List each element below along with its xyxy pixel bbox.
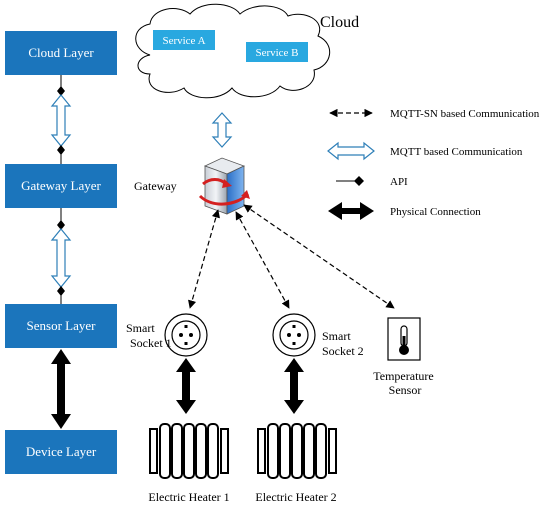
legend-label-physical: Physical Connection: [390, 206, 481, 218]
layer-box-device: Device Layer: [5, 430, 117, 474]
service-box-b: Service B: [246, 42, 308, 62]
mqtt-sn-links: [188, 204, 395, 309]
smart-socket-1-icon: [164, 313, 208, 357]
service-box-a: Service A: [153, 30, 215, 50]
electric-heater-2-label: Electric Heater 2: [255, 490, 336, 504]
temperature-sensor-label: Temperature Sensor: [373, 369, 436, 397]
service-b-label: Service B: [255, 47, 298, 59]
thick-double-arrow-icon: [328, 202, 374, 220]
smart-socket-1-label: Smart Socket 1: [126, 321, 172, 350]
layer-label-sensor: Sensor Layer: [27, 318, 97, 333]
cloud-title: Cloud: [320, 14, 359, 31]
gateway-label: Gateway: [134, 179, 177, 193]
hollow-arrow-cloud-gateway: [50, 75, 72, 164]
thick-arrow-sensor-device: [51, 349, 71, 429]
layer-label-gateway: Gateway Layer: [21, 178, 101, 193]
api-diamond-icon: [336, 176, 364, 186]
cloud-shape: Cloud: [135, 3, 359, 99]
mqtt-sn-link-socket1: [188, 209, 220, 309]
smart-socket-2-label: Smart Socket 2: [322, 329, 364, 358]
layer-label-cloud: Cloud Layer: [28, 45, 94, 60]
layer-box-cloud: Cloud Layer: [5, 31, 117, 75]
mqtt-sn-link-temp-sensor: [243, 204, 395, 309]
mqtt-sn-link-socket2: [235, 211, 290, 309]
hollow-double-arrow-icon: [327, 141, 375, 161]
thick-arrow-socket1-heater1: [176, 358, 196, 414]
legend: MQTT-SN based Communication MQTT based C…: [327, 108, 540, 220]
thick-arrow-socket2-heater2: [284, 358, 304, 414]
service-a-label: Service A: [162, 35, 205, 47]
gateway-server-icon: [198, 157, 250, 215]
electric-heater-1-label: Electric Heater 1: [148, 490, 229, 504]
thermometer-icon: [387, 317, 421, 361]
layer-box-gateway: Gateway Layer: [5, 164, 117, 208]
hollow-arrow-gateway-sensor: [50, 208, 72, 304]
smart-socket-2-icon: [272, 313, 316, 357]
legend-label-api: API: [390, 176, 408, 188]
layer-label-device: Device Layer: [26, 444, 97, 459]
hollow-arrow-cloud-to-gateway: [211, 112, 233, 148]
legend-label-mqtt: MQTT based Communication: [390, 146, 523, 158]
electric-heater-2-icon: [257, 423, 337, 479]
layer-box-sensor: Sensor Layer: [5, 304, 117, 348]
electric-heater-1-icon: [149, 423, 229, 479]
legend-label-mqtt-sn: MQTT-SN based Communication: [390, 108, 540, 120]
